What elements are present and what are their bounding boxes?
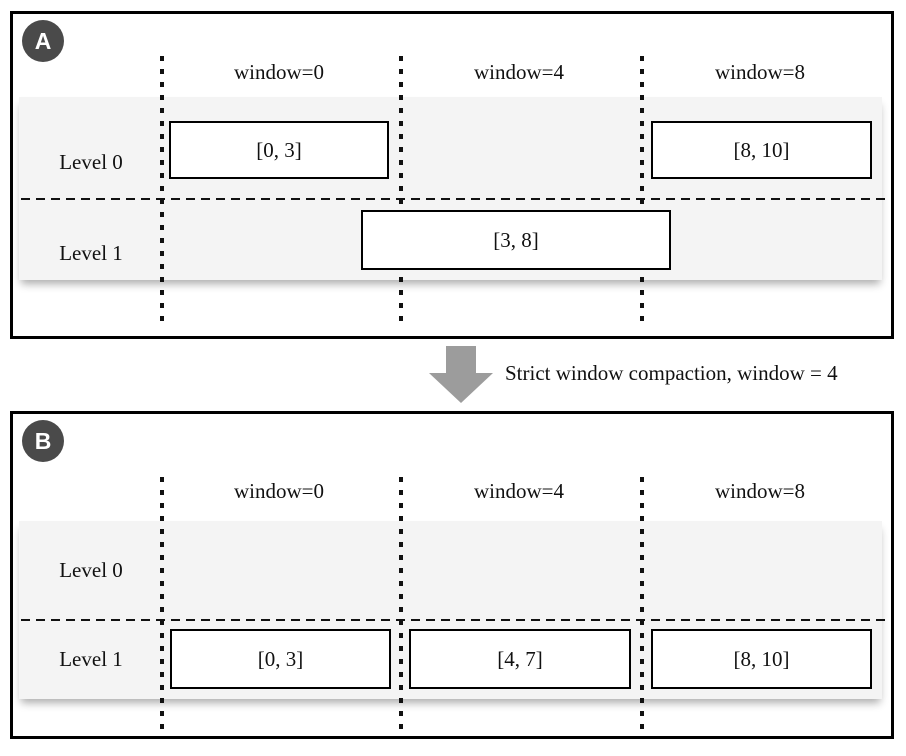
level-0-label: Level 0 <box>59 558 123 582</box>
window-boundary-line-8 <box>640 56 644 326</box>
window-boundary-line-0 <box>160 56 164 326</box>
window-header-0: window=0 <box>233 60 324 84</box>
sstable-level1-4-7: [4, 7] <box>409 629 631 689</box>
sstable-level0-0-3: [0, 3] <box>169 121 389 179</box>
window-boundary-line-0 <box>160 477 164 736</box>
window-header-4: window=4 <box>473 479 564 503</box>
sstable-level0-8-10: [8, 10] <box>651 121 872 179</box>
panel-a: A window=0 window=4 window=8 Level 0 Lev… <box>10 11 894 339</box>
sstable-level1-8-10: [8, 10] <box>651 629 872 689</box>
window-header-4: window=4 <box>473 60 564 84</box>
window-boundary-line-4 <box>399 477 403 736</box>
window-header-8: window=8 <box>714 60 805 84</box>
level-1-label: Level 1 <box>59 241 123 265</box>
level-divider-line <box>21 619 887 621</box>
panel-b: B window=0 window=4 window=8 Level 0 Lev… <box>10 411 894 739</box>
level-0-label: Level 0 <box>59 150 123 174</box>
panel-a-badge: A <box>22 20 64 62</box>
sstable-level1-0-3: [0, 3] <box>170 629 391 689</box>
level-divider-line <box>21 198 887 200</box>
sstable-level1-3-8: [3, 8] <box>361 210 671 270</box>
window-header-0: window=0 <box>233 479 324 503</box>
down-arrow-icon <box>446 346 476 374</box>
panel-b-badge: B <box>22 420 64 462</box>
compaction-arrow-label: Strict window compaction, window = 4 <box>505 361 838 385</box>
window-boundary-line-4 <box>399 56 403 326</box>
window-header-8: window=8 <box>714 479 805 503</box>
down-arrow-head-icon <box>429 373 493 403</box>
level-1-label: Level 1 <box>59 647 123 671</box>
window-boundary-line-8 <box>640 477 644 736</box>
